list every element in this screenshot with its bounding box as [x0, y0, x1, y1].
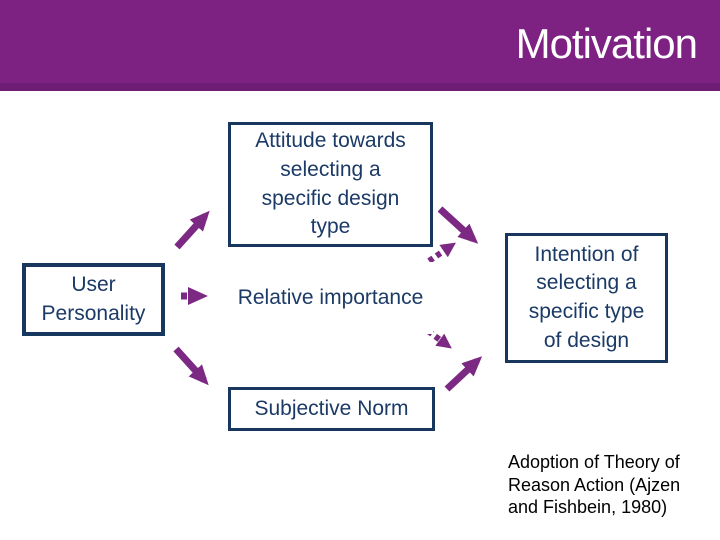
- intention-box: Intention of selecting a specific type o…: [505, 233, 668, 363]
- citation-text: Adoption of Theory of Reason Action (Ajz…: [508, 452, 681, 518]
- attitude-box: Attitude towards selecting a specific de…: [228, 122, 433, 247]
- arrow-personality-to-subjective-norm: [173, 346, 209, 386]
- slide-title: Motivation: [515, 20, 698, 67]
- relative-importance-box: Relative importance: [228, 262, 433, 334]
- arrow-relative-importance-moderates-attitude-link: [427, 242, 456, 264]
- subjective-norm-box: Subjective Norm: [228, 387, 435, 431]
- arrow-attitude-to-intention: [437, 206, 479, 244]
- user-personality-box: User Personality: [22, 263, 165, 336]
- arrow-subjective-norm-to-intention: [444, 356, 483, 392]
- header-accent-stripe: [0, 83, 720, 91]
- arrow-personality-to-attitude: [174, 210, 210, 250]
- header-bar: [0, 0, 720, 91]
